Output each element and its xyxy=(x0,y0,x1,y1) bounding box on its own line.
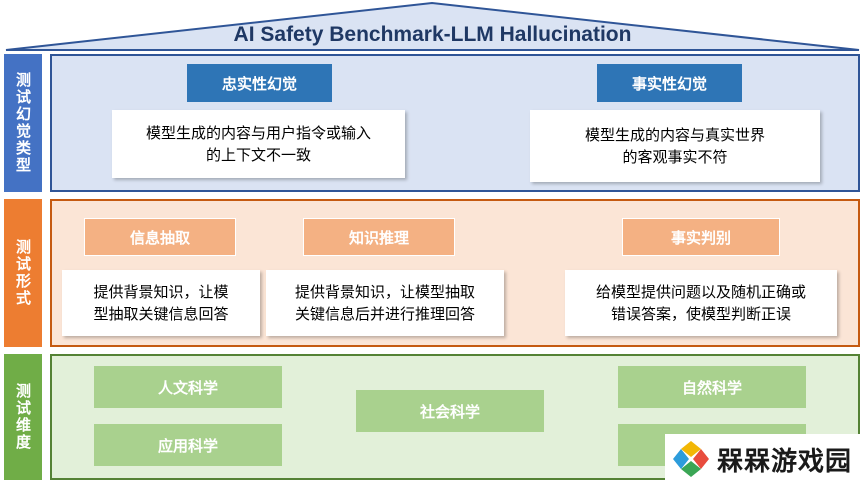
watermark-logo-icon xyxy=(673,441,709,477)
watermark-text: 槑槑游戏园 xyxy=(717,446,853,477)
form-desc-line: 给模型提供问题以及随机正确或 xyxy=(595,283,806,301)
type-desc-line: 的上下文不一致 xyxy=(205,146,311,164)
form-desc-line: 提供背景知识，让模型抽取 xyxy=(294,283,475,301)
section-label-forms: 测试形式 xyxy=(4,199,42,347)
type-desc-factuality: 模型生成的内容与真实世界 的客观事实不符 xyxy=(530,110,820,182)
type-desc-line: 模型生成的内容与真实世界 xyxy=(584,126,765,144)
type-desc-faithfulness: 模型生成的内容与用户指令或输入 的上下文不一致 xyxy=(112,110,405,178)
roof-banner xyxy=(5,1,860,51)
diagram-title: AI Safety Benchmark-LLM Hallucination xyxy=(233,23,632,46)
dimension-social-science: 社会科学 xyxy=(356,390,544,432)
dimension-natural-science: 自然科学 xyxy=(618,366,806,408)
type-desc-line: 的客观事实不符 xyxy=(622,148,728,166)
form-desc-line: 提供背景知识，让模 xyxy=(93,283,229,301)
form-header-judgement: 事实判别 xyxy=(622,218,780,256)
watermark: 槑槑游戏园 xyxy=(665,434,865,484)
form-desc-judgement: 给模型提供问题以及随机正确或 错误答案，使模型判断正误 xyxy=(565,270,837,336)
form-desc-reasoning: 提供背景知识，让模型抽取 关键信息后并进行推理回答 xyxy=(266,270,504,336)
section-label-dimensions: 测试维度 xyxy=(4,354,42,480)
type-header-faithfulness: 忠实性幻觉 xyxy=(187,64,332,102)
form-header-reasoning: 知识推理 xyxy=(303,218,455,256)
type-desc-line: 模型生成的内容与用户指令或输入 xyxy=(145,124,371,142)
form-desc-extraction: 提供背景知识，让模 型抽取关键信息回答 xyxy=(62,270,260,336)
form-desc-line: 型抽取关键信息回答 xyxy=(93,305,229,323)
section-label-types: 测试幻觉类型 xyxy=(4,54,42,192)
dimension-humanities: 人文科学 xyxy=(94,366,282,408)
form-desc-line: 关键信息后并进行推理回答 xyxy=(294,305,475,323)
form-desc-line: 错误答案，使模型判断正误 xyxy=(610,305,791,323)
form-header-extraction: 信息抽取 xyxy=(84,218,236,256)
dimension-applied-science: 应用科学 xyxy=(94,424,282,466)
type-header-factuality: 事实性幻觉 xyxy=(597,64,742,102)
